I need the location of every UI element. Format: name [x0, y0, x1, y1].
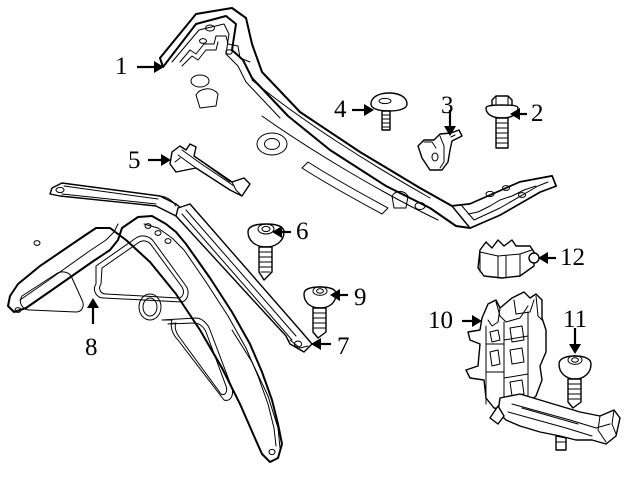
callout-leaders: [87, 61, 581, 354]
callout-label-1[interactable]: 1: [115, 53, 128, 80]
part-center-support-bracket[interactable]: [465, 291, 621, 451]
part-side-support-panel[interactable]: [7, 215, 283, 463]
part-flange-head-screw-small[interactable]: [303, 286, 337, 339]
part-mushroom-head-rivet[interactable]: [370, 92, 408, 131]
part-flange-head-screw-large[interactable]: [247, 223, 285, 281]
callout-label-4[interactable]: 4: [334, 96, 347, 123]
callout-label-7[interactable]: 7: [337, 333, 350, 360]
part-reinforcement-bracket[interactable]: [169, 143, 251, 197]
callout-label-9[interactable]: 9: [354, 284, 367, 311]
callout-label-3[interactable]: 3: [441, 92, 454, 119]
part-latch-striker-bracket[interactable]: [417, 129, 463, 171]
callout-label-8[interactable]: 8: [85, 334, 98, 361]
callout-label-10[interactable]: 10: [428, 307, 453, 334]
part-hex-flange-bolt[interactable]: [485, 95, 519, 149]
part-corner-clip-bracket[interactable]: [477, 239, 540, 279]
callout-label-11[interactable]: 11: [563, 306, 588, 333]
part-flange-head-bolt[interactable]: [558, 355, 592, 409]
callout-label-5[interactable]: 5: [128, 147, 141, 174]
callout-label-2[interactable]: 2: [531, 100, 544, 127]
callout-label-6[interactable]: 6: [296, 218, 309, 245]
part-diagonal-strut[interactable]: [49, 182, 313, 353]
callout-label-12[interactable]: 12: [560, 244, 585, 271]
part-upper-tie-bar[interactable]: [159, 7, 557, 229]
